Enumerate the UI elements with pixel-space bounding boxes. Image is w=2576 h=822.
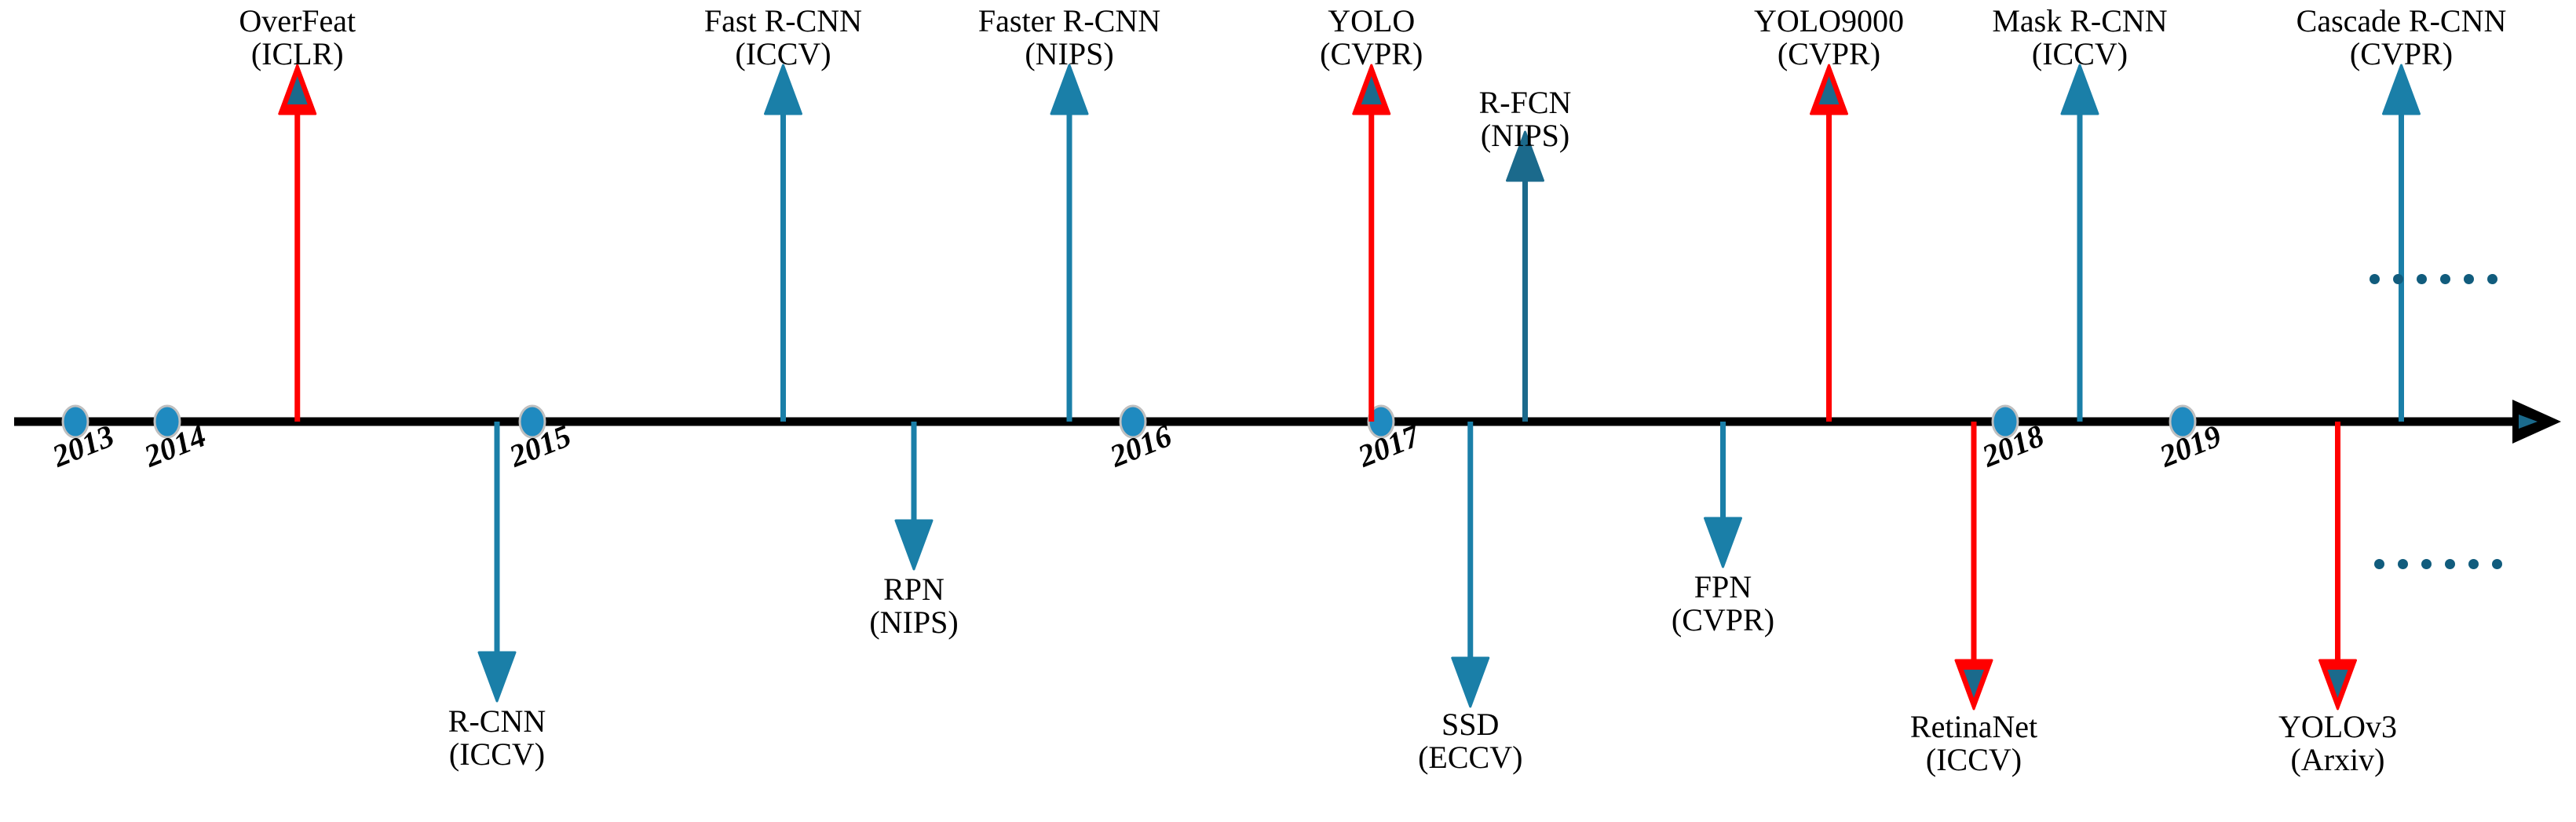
milestone-name-mask-rcnn: Mask R-CNN [1992, 3, 2168, 38]
ellipsis-dot [2417, 274, 2427, 284]
timeline-axis-arrowhead-inner [2519, 415, 2538, 429]
milestone-rcnn[interactable] [477, 422, 517, 703]
milestone-name-r-fcn: R-FCN [1478, 85, 1572, 120]
milestone-name-ssd: SSD [1441, 707, 1500, 742]
milestone-arrowhead-inner-yolov3 [2327, 670, 2348, 698]
milestone-name-faster-rcnn: Faster R-CNN [977, 3, 1161, 38]
ellipsis-dot [2393, 274, 2403, 284]
milestone-arrowhead-fpn [1704, 517, 1742, 568]
year-marker-2019[interactable] [2169, 404, 2197, 439]
ellipsis-upper [2370, 274, 2497, 284]
milestone-yolov3[interactable] [2318, 422, 2357, 711]
milestone-label-overfeat: OverFeat(ICLR) [195, 3, 400, 72]
milestone-venue-yolo: (CVPR) [1320, 36, 1423, 72]
year-marker-2016[interactable] [1119, 404, 1147, 439]
year-marker-2013[interactable] [61, 404, 90, 439]
milestone-overfeat[interactable] [278, 64, 317, 422]
ellipsis-dot [2464, 274, 2474, 284]
ellipsis-dot [2445, 559, 2455, 569]
milestone-faster-rcnn[interactable] [1050, 64, 1089, 422]
milestone-arrowhead-rcnn [477, 651, 517, 703]
milestone-arrowhead-cascade-rcnn [2382, 64, 2421, 115]
milestone-rpn[interactable] [894, 422, 934, 571]
milestone-arrowhead-mask-rcnn [2060, 64, 2099, 115]
milestone-name-yolo: YOLO [1328, 3, 1416, 38]
milestone-name-fast-rcnn: Fast R-CNN [703, 3, 863, 38]
milestone-label-ssd: SSD(ECCV) [1372, 707, 1569, 776]
milestone-venue-retinanet: (ICCV) [1925, 742, 2022, 778]
milestone-venue-rpn: (NIPS) [869, 605, 959, 641]
milestone-venue-yolo9000: (CVPR) [1777, 36, 1881, 72]
milestone-venue-rcnn: (ICCV) [448, 736, 546, 773]
milestone-name-overfeat: OverFeat [239, 3, 356, 38]
milestone-label-faster-rcnn: Faster R-CNN(NIPS) [940, 3, 1199, 72]
milestone-venue-fpn: (CVPR) [1671, 602, 1775, 638]
milestone-venue-cascade-rcnn: (CVPR) [2349, 36, 2454, 72]
ellipsis-dot [2440, 274, 2450, 284]
milestone-cascade-rcnn[interactable] [2382, 64, 2421, 422]
milestone-arrowhead-inner-overfeat [287, 76, 308, 104]
ellipsis-dot [2492, 559, 2502, 569]
milestone-label-yolo9000: YOLO9000(CVPR) [1712, 3, 1947, 72]
ellipsis-dot [2487, 274, 2497, 284]
milestone-arrowhead-r-fcn [1506, 130, 1544, 182]
year-marker-2017[interactable] [1367, 404, 1395, 439]
ellipsis-dot [2398, 559, 2408, 569]
milestone-r-fcn[interactable] [1506, 130, 1544, 422]
ellipsis-dot [2370, 274, 2380, 284]
milestone-name-yolo9000: YOLO9000 [1753, 3, 1905, 38]
milestone-venue-faster-rcnn: (NIPS) [1025, 36, 1114, 72]
milestone-name-fpn: FPN [1694, 569, 1752, 605]
milestone-retinanet[interactable] [1954, 422, 1993, 711]
milestone-arrowhead-ssd [1451, 656, 1490, 708]
milestone-venue-overfeat: (ICLR) [250, 36, 344, 72]
year-marker-2014[interactable] [153, 404, 181, 439]
milestone-label-fpn: FPN(CVPR) [1629, 569, 1818, 638]
milestone-mask-rcnn[interactable] [2060, 64, 2099, 422]
milestone-venue-r-fcn: (NIPS) [1480, 118, 1570, 154]
milestone-label-fast-rcnn: Fast R-CNN(ICCV) [666, 3, 901, 72]
ellipsis-dot [2468, 559, 2479, 569]
milestone-arrowhead-faster-rcnn [1050, 64, 1089, 115]
milestone-fast-rcnn[interactable] [764, 64, 802, 422]
milestone-name-cascade-rcnn: Cascade R-CNN [2296, 3, 2507, 38]
year-marker-2018[interactable] [1991, 404, 2019, 439]
milestone-venue-fast-rcnn: (ICCV) [735, 36, 831, 72]
milestone-venue-ssd: (ECCV) [1418, 740, 1523, 776]
milestone-venue-yolov3: (Arxiv) [2290, 742, 2385, 778]
milestone-yolo[interactable] [1352, 64, 1391, 422]
milestone-name-yolov3: YOLOv3 [2278, 709, 2398, 744]
milestone-label-r-fcn: R-FCN(NIPS) [1431, 86, 1620, 153]
milestone-label-yolo: YOLO(CVPR) [1273, 3, 1470, 72]
ellipsis-dot [2374, 559, 2384, 569]
milestone-label-rcnn: R-CNN(ICCV) [395, 703, 599, 773]
milestone-venue-mask-rcnn: (ICCV) [2031, 36, 2128, 72]
milestone-name-rpn: RPN [883, 572, 945, 607]
milestone-yolo9000[interactable] [1810, 64, 1848, 422]
milestone-arrowhead-inner-yolo9000 [1818, 76, 1840, 104]
milestone-label-retinanet: RetinaNet(ICCV) [1864, 709, 2084, 778]
ellipsis-dot [2421, 559, 2432, 569]
milestone-name-rcnn: R-CNN [448, 703, 546, 739]
milestone-fpn[interactable] [1704, 422, 1742, 568]
milestone-label-mask-rcnn: Mask R-CNN(ICCV) [1954, 3, 2205, 72]
year-marker-2015[interactable] [518, 404, 546, 439]
ellipsis-lower [2374, 559, 2502, 569]
milestone-label-cascade-rcnn: Cascade R-CNN(CVPR) [2253, 3, 2551, 72]
milestone-name-retinanet: RetinaNet [1909, 709, 2038, 744]
milestone-arrowhead-inner-retinanet [1964, 670, 1984, 698]
milestone-arrowhead-rpn [894, 519, 934, 571]
milestone-ssd[interactable] [1451, 422, 1490, 708]
milestone-label-yolov3: YOLOv3(Arxiv) [2228, 709, 2448, 778]
milestone-arrowhead-fast-rcnn [764, 64, 802, 115]
milestone-arrowhead-inner-yolo [1361, 76, 1382, 104]
milestone-label-rpn: RPN(NIPS) [820, 572, 1008, 641]
